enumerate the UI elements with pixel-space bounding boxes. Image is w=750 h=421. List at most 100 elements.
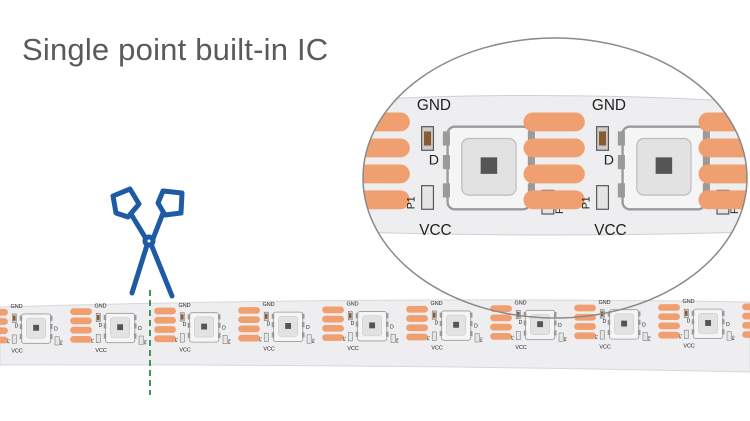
led-leg — [271, 322, 275, 328]
vcc-label: VCC — [95, 348, 107, 354]
led-leg — [691, 329, 695, 335]
copper-pad — [523, 112, 585, 132]
led-leg — [553, 330, 557, 336]
led-leg — [271, 332, 275, 338]
p1-label: P1 — [259, 337, 263, 342]
led-leg — [523, 312, 527, 318]
resistor-band — [13, 315, 16, 321]
vcc-label: VCC — [419, 222, 451, 239]
copper-pad — [658, 304, 680, 311]
copper-pad — [322, 315, 344, 323]
p1-label: P1 — [511, 335, 515, 340]
led-chip — [33, 324, 40, 331]
led-leg — [607, 311, 611, 317]
data-out-label: D — [474, 324, 478, 330]
led-chip — [369, 322, 376, 329]
resistor-band — [685, 310, 688, 316]
gnd-label: GND — [682, 299, 694, 305]
copper-pad — [70, 326, 92, 334]
led-leg — [133, 323, 137, 329]
copper-pad — [363, 164, 410, 184]
capacitor — [683, 329, 689, 339]
data-label: D — [603, 319, 607, 325]
vcc-label: VCC — [594, 222, 626, 239]
vcc-label: VCC — [11, 349, 23, 355]
copper-pad — [70, 317, 92, 325]
led-leg — [301, 322, 305, 328]
led-strip: GNDVCCDP1DP0GNDVCCDP1DP0GNDVCCDP1DP0GNDV… — [0, 299, 750, 373]
led-leg — [702, 155, 710, 170]
gnd-label: GND — [417, 97, 451, 114]
p1-label: P1 — [91, 338, 95, 343]
p1-label: P1 — [581, 196, 593, 209]
led-leg — [301, 332, 305, 338]
capacitor — [347, 332, 353, 342]
led-leg — [217, 314, 221, 320]
capacitor — [726, 331, 732, 341]
led-leg — [702, 131, 710, 146]
copper-pad — [406, 324, 428, 332]
led-leg — [637, 329, 641, 335]
led-leg — [439, 312, 443, 318]
capacitor — [179, 333, 185, 343]
resistor-band — [265, 313, 268, 319]
led-chip — [285, 323, 292, 329]
led-leg — [103, 315, 107, 321]
led-leg — [523, 320, 527, 326]
led-leg — [442, 183, 450, 198]
data-out-label: D — [642, 323, 646, 329]
led-leg — [439, 331, 443, 337]
led-chip — [655, 157, 673, 174]
copper-pad — [238, 316, 260, 324]
led-leg — [49, 315, 53, 321]
gnd-label: GND — [598, 300, 610, 306]
led-leg — [607, 319, 611, 325]
data-label: D — [99, 323, 103, 329]
p0-label: P0 — [480, 337, 484, 342]
data-label: D — [687, 319, 691, 325]
vcc-label: VCC — [515, 345, 527, 351]
copper-pad — [154, 335, 176, 343]
copper-pad — [742, 331, 750, 338]
led-chip — [537, 321, 544, 328]
capacitor — [306, 334, 312, 344]
copper-pad — [523, 164, 585, 184]
p1-label: P1 — [7, 339, 11, 344]
led-leg — [523, 330, 527, 336]
copper-pad — [742, 321, 750, 329]
resistor-band — [349, 313, 352, 319]
led-leg — [553, 312, 557, 318]
capacitor — [222, 335, 228, 345]
data-out-label: D — [222, 326, 226, 332]
led-chip — [453, 321, 460, 328]
copper-pad — [322, 324, 344, 332]
led-leg — [355, 313, 359, 319]
vcc-label: VCC — [683, 344, 695, 350]
copper-pad — [154, 316, 176, 324]
vcc-label: VCC — [599, 344, 611, 350]
led-leg — [691, 319, 695, 325]
copper-pad — [154, 307, 176, 315]
data-label: D — [351, 321, 355, 327]
led-leg — [637, 311, 641, 317]
data-out-label: D — [726, 322, 730, 328]
data-out-label: D — [138, 326, 142, 332]
led-leg — [607, 329, 611, 335]
p1-label: P1 — [427, 336, 431, 341]
copper-pad — [490, 323, 512, 331]
led-leg — [385, 313, 389, 319]
led-chip — [201, 323, 208, 330]
copper-pad — [238, 307, 260, 314]
led-leg — [133, 315, 137, 321]
capacitor — [431, 331, 437, 341]
led-leg — [691, 310, 695, 316]
p0-label: P0 — [144, 340, 148, 345]
copper-pad — [658, 322, 680, 330]
copper-pad — [490, 314, 512, 322]
